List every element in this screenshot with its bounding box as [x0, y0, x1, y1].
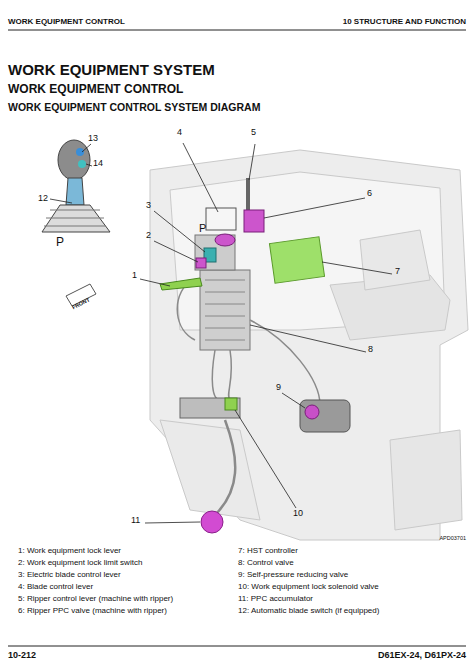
joystick-inset: [42, 140, 110, 232]
knob: [58, 140, 90, 180]
hose: [215, 420, 235, 515]
hose: [177, 280, 195, 340]
callout-number: 1: [132, 271, 137, 281]
blade-lever-base: [215, 234, 235, 246]
callout-number: 2: [146, 231, 151, 241]
valve-body: [200, 270, 250, 350]
page-number: 10-212: [8, 651, 36, 661]
hose: [212, 350, 220, 400]
part-list-item: 11: PPC accumulator: [238, 595, 313, 604]
stem: [66, 178, 84, 205]
part-list-item: 10: Work equipment lock solenoid valve: [238, 583, 379, 592]
button: [76, 148, 84, 156]
part-list-item: 9: Self-pressure reducing valve: [238, 571, 348, 580]
hoses: [177, 280, 320, 515]
figure-code: APD03701: [439, 535, 466, 541]
part-list-item: 8: Control valve: [238, 559, 294, 568]
footer-rule: [8, 646, 466, 647]
callout-number: 7: [395, 267, 400, 277]
leader-line: [50, 199, 72, 203]
valve-sections: [205, 280, 245, 340]
part-list-item: 5: Ripper control lever (machine with ri…: [18, 595, 173, 604]
leader-line: [86, 164, 92, 166]
header-text: WORK EQUIPMENT CONTROL: [8, 18, 125, 27]
leader-line: [154, 211, 205, 252]
console: [195, 235, 235, 270]
callout-number: 13: [88, 134, 98, 144]
limit-switch: [196, 258, 206, 268]
accumulator: [201, 511, 223, 533]
leader-line: [154, 241, 198, 262]
valve-block: [180, 398, 240, 418]
pump-body: [300, 400, 350, 432]
leader-line: [282, 393, 305, 408]
ppc-accumulator: [201, 511, 223, 533]
levers: [160, 178, 264, 290]
section-title: WORK EQUIPMENT SYSTEM: [8, 62, 215, 79]
leader-line: [322, 262, 392, 274]
inset-box: [206, 208, 236, 230]
part-list-item: 7: HST controller: [238, 547, 298, 556]
boot: [42, 205, 110, 232]
header-text: 10 STRUCTURE AND FUNCTION: [343, 18, 466, 27]
part-list-item: 2: Work equipment lock limit switch: [18, 559, 142, 568]
position-mark: P: [199, 222, 206, 234]
ripper-ppc-valve: [244, 210, 264, 232]
position-mark: P: [56, 236, 64, 249]
hst-controller: [269, 237, 324, 284]
header-rule: [8, 30, 466, 31]
callout-number: 14: [93, 159, 103, 169]
leader-line: [183, 143, 218, 212]
tractor-ghost: [150, 150, 468, 540]
control-valve: [200, 270, 250, 350]
pump: [300, 400, 350, 432]
seat-back: [360, 230, 430, 290]
callout-number: 8: [368, 345, 373, 355]
boot-folds: [44, 210, 106, 226]
model-name: D61EX-24, D61PX-24: [378, 651, 466, 661]
callout-number: 6: [367, 189, 372, 199]
leader-line: [82, 144, 91, 152]
callout-number: 10: [293, 509, 303, 519]
button: [78, 160, 86, 168]
solenoid-valve-block: [180, 398, 240, 418]
leader-line: [250, 325, 366, 352]
subsection-title: WORK EQUIPMENT CONTROL: [8, 83, 183, 96]
hose: [229, 350, 232, 400]
frame-part: [160, 420, 260, 520]
callout-number: 3: [146, 201, 151, 211]
part-list-item: 12: Automatic blade switch (if equipped): [238, 607, 379, 616]
callout-number: 9: [276, 383, 281, 393]
callout-number: 5: [251, 128, 256, 138]
leader-line: [145, 522, 200, 523]
leader-line: [140, 279, 170, 286]
lock-lever: [160, 278, 202, 290]
solenoid-valve: [225, 398, 237, 410]
reducing-valve: [305, 405, 319, 419]
part-list-item: 1: Work equipment lock lever: [18, 547, 121, 556]
diagram-title: WORK EQUIPMENT CONTROL SYSTEM DIAGRAM: [8, 102, 260, 114]
leader-lines: [50, 143, 392, 523]
leader-line: [264, 198, 365, 218]
frame-part: [390, 430, 462, 530]
part-list-item: 3: Electric blade control lever: [18, 571, 121, 580]
cab-outline: [150, 150, 468, 540]
callout-number: 12: [38, 194, 48, 204]
callout-number: 4: [177, 128, 182, 138]
part-list-item: 6: Ripper PPC valve (machine with ripper…: [18, 607, 167, 616]
leader-line: [249, 144, 255, 180]
leader-line: [235, 410, 296, 508]
ripper-lever: [246, 178, 250, 215]
part-list-item: 4: Blade control lever: [18, 583, 93, 592]
callout-number: 11: [131, 516, 140, 526]
